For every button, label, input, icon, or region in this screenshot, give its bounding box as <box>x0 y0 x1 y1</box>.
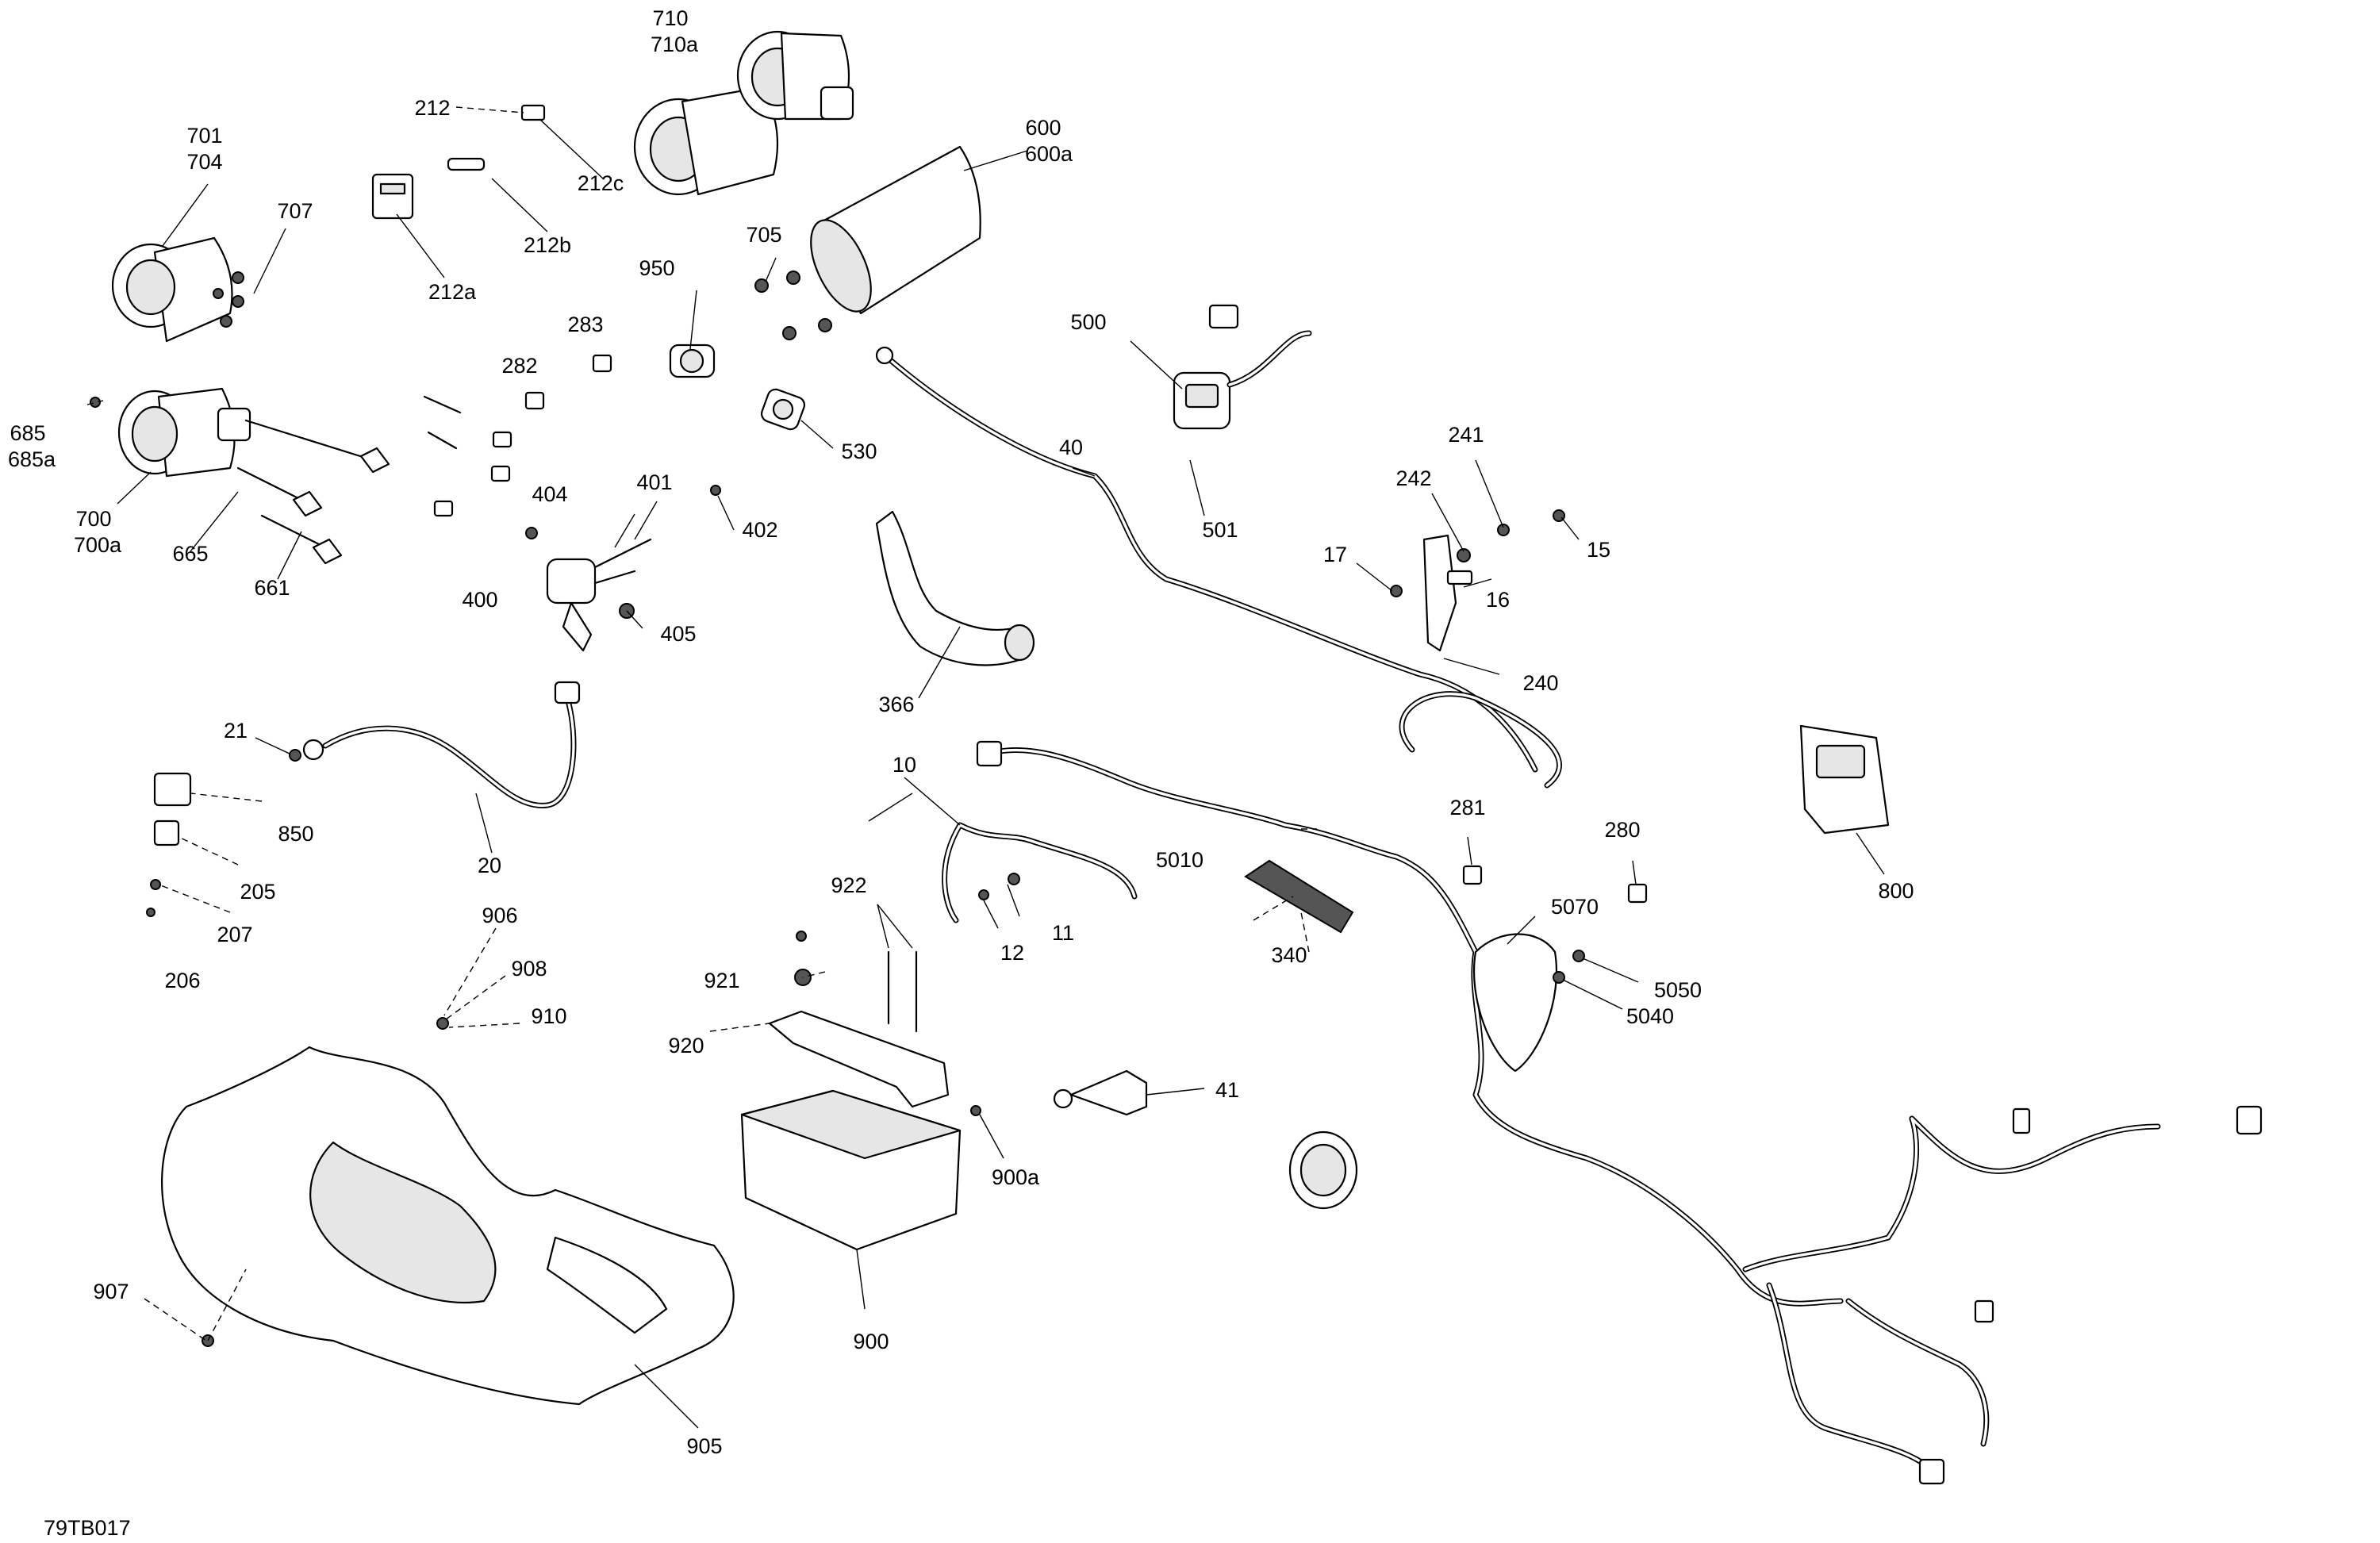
callout-530: 530 <box>841 439 877 463</box>
screws-705 <box>754 271 832 340</box>
callout-212: 212 <box>414 96 450 120</box>
callout-5010: 5010 <box>1156 848 1203 872</box>
callout-921: 921 <box>704 969 739 992</box>
callout-665: 665 <box>172 542 208 566</box>
callout-340: 340 <box>1271 943 1307 967</box>
callout-950: 950 <box>639 256 674 280</box>
callout-685a: 685a <box>8 447 56 471</box>
callout-20: 20 <box>478 854 501 877</box>
callout-600: 600 <box>1025 116 1061 140</box>
callout-907: 907 <box>93 1280 129 1303</box>
callout-15: 15 <box>1587 538 1610 562</box>
callout-850: 850 <box>278 822 313 846</box>
bracket-240 <box>1390 509 1565 652</box>
harness-5010 <box>976 740 1844 1307</box>
callout-906: 906 <box>482 904 517 927</box>
callout-11: 11 <box>1052 921 1074 945</box>
callout-5070: 5070 <box>1551 895 1599 919</box>
callout-402: 402 <box>742 518 777 542</box>
callout-685: 685 <box>10 421 45 445</box>
callout-241: 241 <box>1448 423 1484 447</box>
frame-905 <box>161 1017 735 1406</box>
terminal-41 <box>1053 1069 1148 1116</box>
wire-11 <box>942 822 1138 923</box>
callout-710a: 710a <box>651 33 699 56</box>
round-lamp <box>1288 1130 1358 1210</box>
clips-283-282 <box>423 354 612 517</box>
headlight-lower-left <box>90 387 251 478</box>
callout-212a: 212a <box>428 280 477 304</box>
callout-405: 405 <box>660 622 696 646</box>
callout-700: 700 <box>75 507 111 531</box>
diagram-reference-code: 79TB017 <box>44 1516 131 1540</box>
callout-205: 205 <box>240 880 275 904</box>
clips-281-280 <box>1462 865 1648 904</box>
callout-281: 281 <box>1449 796 1485 819</box>
leader-lines <box>86 106 1885 1429</box>
callout-905: 905 <box>686 1434 722 1458</box>
headlight-710 <box>633 30 854 196</box>
callout-41: 41 <box>1215 1078 1239 1102</box>
solenoid-400 <box>525 485 721 652</box>
module-800 <box>1799 724 1890 835</box>
callout-366: 366 <box>878 693 914 716</box>
callout-900a: 900a <box>992 1165 1040 1189</box>
callout-705: 705 <box>746 223 781 247</box>
callout-501: 501 <box>1202 518 1238 542</box>
mounting-bolts-left <box>236 419 390 565</box>
callout-900: 900 <box>853 1330 889 1353</box>
callout-242: 242 <box>1395 466 1431 490</box>
battery-900 <box>740 1089 981 1251</box>
callout-16: 16 <box>1486 588 1510 612</box>
callout-404: 404 <box>532 482 567 506</box>
sleeve-340 <box>1244 859 1354 934</box>
callout-21: 21 <box>224 719 248 743</box>
callout-212c: 212c <box>578 171 624 195</box>
lens-600 <box>810 145 981 315</box>
hose-366 <box>875 510 1035 666</box>
callout-701: 701 <box>186 124 222 148</box>
boot-5070 <box>1472 933 1585 1073</box>
callout-17: 17 <box>1323 543 1347 566</box>
callout-282: 282 <box>501 354 537 378</box>
callout-5040: 5040 <box>1626 1004 1674 1028</box>
callout-280: 280 <box>1604 818 1640 842</box>
callout-212b: 212b <box>524 233 571 257</box>
callout-920: 920 <box>668 1034 704 1057</box>
callout-240: 240 <box>1522 671 1558 695</box>
connector-212 <box>371 104 546 220</box>
wire-40 <box>875 346 1538 773</box>
callout-283: 283 <box>567 313 603 336</box>
callout-labels: 701 704 707 685 685a 700 700a 665 661 21… <box>8 6 1914 1540</box>
wire-loop-240 <box>1399 691 1562 789</box>
connector-850 <box>146 772 192 917</box>
callout-710: 710 <box>652 6 688 30</box>
socket-530 <box>760 388 806 431</box>
callout-400: 400 <box>462 588 497 612</box>
callout-207: 207 <box>217 923 252 946</box>
callout-707: 707 <box>277 199 313 223</box>
cable-20 <box>289 681 581 808</box>
main-harness <box>1742 1105 2263 1485</box>
headlight-upper-left <box>111 236 244 343</box>
callout-700a: 700a <box>74 533 122 557</box>
callout-401: 401 <box>636 470 672 494</box>
callout-5050: 5050 <box>1654 978 1702 1002</box>
callout-500: 500 <box>1070 310 1106 334</box>
callout-704: 704 <box>186 150 222 174</box>
callout-800: 800 <box>1878 879 1914 903</box>
callout-10: 10 <box>892 753 916 777</box>
battery-bracket-920 <box>768 931 950 1108</box>
callout-206: 206 <box>164 969 200 992</box>
callout-12: 12 <box>1000 941 1024 965</box>
callout-908: 908 <box>511 957 547 981</box>
switch-950 <box>669 344 716 378</box>
callout-910: 910 <box>531 1004 566 1028</box>
callout-600a: 600a <box>1025 142 1073 166</box>
callout-661: 661 <box>254 576 290 600</box>
module-500 <box>1173 304 1312 430</box>
callout-922: 922 <box>831 873 866 897</box>
callout-40: 40 <box>1059 436 1083 459</box>
